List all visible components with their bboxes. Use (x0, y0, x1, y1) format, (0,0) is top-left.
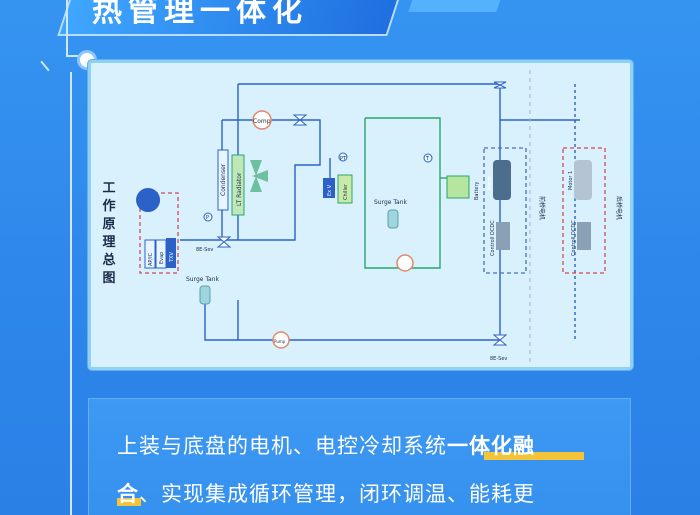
exv-label: Ex V (327, 184, 333, 196)
pump-icon (396, 254, 414, 272)
comp-label: Comp (253, 118, 271, 125)
surge-tank-label: Surge Tank (374, 199, 408, 206)
hvac-box (139, 192, 179, 274)
condenser-block (217, 149, 229, 211)
chiller-label: Chiller (343, 183, 349, 200)
fan-blade (250, 176, 262, 192)
rear-motor-box (562, 147, 606, 274)
rear-controller-icon (577, 222, 591, 250)
side-title-char: 理 (102, 235, 116, 250)
front-axle-label: 前桥电机 (538, 196, 546, 220)
txv-label: TXV (169, 252, 175, 263)
valve-left-label: 8E-Sev (196, 247, 213, 253)
page-title: 热管理一体化 (92, 0, 308, 29)
pt-sensor-icon (338, 152, 348, 162)
diagram-side-title: 工 作 原 理 总 图 (100, 180, 118, 288)
rear-axle-label: 后桥电机 (615, 196, 623, 220)
valve-icon-left (216, 236, 232, 248)
chiller-block (337, 174, 353, 204)
rear-motor-label: Motor 1 (568, 171, 574, 190)
side-title-char: 原 (102, 217, 116, 232)
p-label: P (206, 215, 209, 221)
decor-line (70, 72, 72, 515)
pipe-main (237, 84, 501, 341)
side-title-char: 作 (102, 199, 116, 214)
front-motor-icon (493, 160, 511, 200)
radiator-label: LT Radiator (236, 172, 243, 206)
front-controller-icon (496, 222, 510, 250)
front-motor-label: Motor (487, 175, 493, 190)
highlight-text: 一体化融 (447, 434, 535, 458)
blower-hub (155, 213, 165, 223)
txv-block (166, 238, 176, 268)
valve-icon-bottom (492, 334, 508, 346)
fan-blade (250, 160, 262, 176)
side-title-char: 图 (102, 271, 116, 286)
t-sensor-icon (423, 153, 433, 163)
decor-line (66, 0, 68, 56)
description-line-2: 合、实现集成循环管理，闭环调温、能耗更 (117, 478, 535, 508)
side-title-char: 工 (102, 181, 116, 196)
highlight-text: 合 (117, 482, 139, 506)
description-text: 上装与底盘的电机、电控冷却系统 (117, 434, 447, 458)
evap-label: Evap (159, 252, 165, 264)
description-text: 、实现集成循环管理，闭环调温、能耗更 (139, 482, 535, 506)
valve-icon (292, 114, 308, 126)
rear-controller-label: Controll DCDC (571, 220, 577, 256)
front-motor-box (483, 147, 527, 274)
pipe-surge (204, 292, 238, 341)
pump-icon-bottom (272, 331, 290, 349)
decor-line (66, 55, 82, 57)
apic-block (144, 239, 156, 269)
pt-label: PT (340, 156, 347, 162)
description-line-1: 上装与底盘的电机、电控冷却系统一体化融 (117, 430, 535, 460)
surge-tank-icon (387, 209, 399, 229)
valve-bottom-label: 8E-Sev (490, 356, 507, 362)
battery-label: Battery (474, 181, 480, 200)
compressor-icon (252, 110, 272, 130)
surge-tank-left-icon (199, 285, 211, 305)
rear-motor-icon (574, 160, 592, 200)
pump-bottom-label: Pump (274, 339, 286, 344)
highlight-bar (117, 498, 141, 506)
apic-label: AP/IC (148, 252, 154, 266)
condenser-label: Condenser (220, 163, 227, 196)
t-label: T (425, 156, 430, 162)
exv-block (323, 178, 335, 198)
p-sensor-icon (203, 212, 213, 222)
highlight-bar (484, 452, 584, 460)
side-title-char: 总 (102, 253, 116, 268)
fan-icon (252, 170, 268, 182)
pipe-ac (180, 119, 321, 241)
valve-icon-top (493, 81, 507, 89)
radiator-block (231, 154, 245, 216)
front-controller-label: Controll DCDC (490, 220, 496, 256)
pipe-battery (364, 117, 441, 269)
blower-icon (136, 188, 161, 212)
diagram-card (88, 60, 633, 370)
surge-tank-left-label: Surge Tank (186, 276, 220, 283)
battery-block (446, 175, 470, 199)
